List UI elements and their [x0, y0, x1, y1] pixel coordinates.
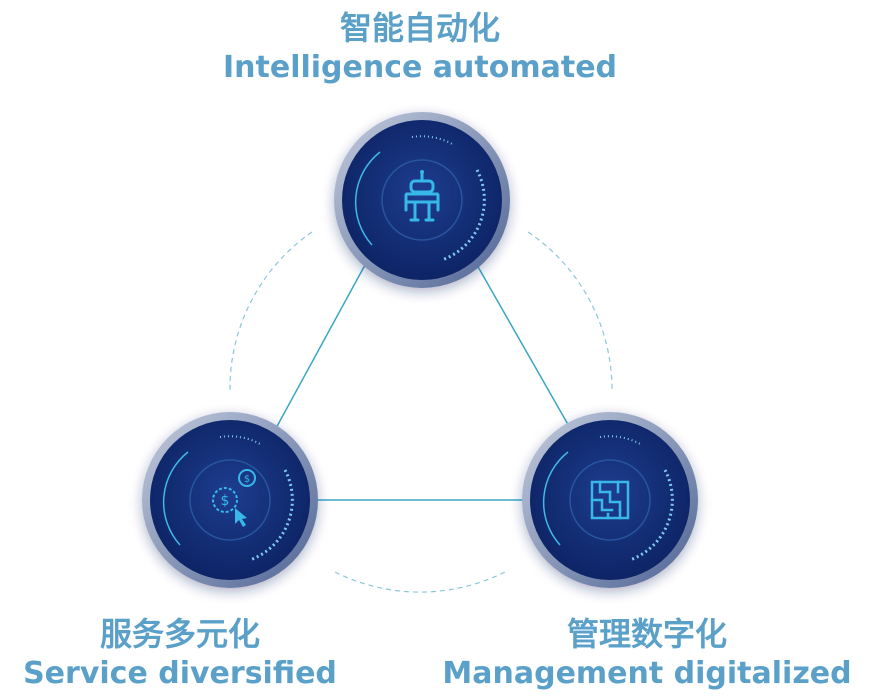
maze-icon: [590, 480, 630, 520]
node-left-title-zh: 服务多元化: [99, 615, 260, 653]
node-right-title-en: Management digitalized: [442, 656, 852, 691]
connector-top-left: [274, 264, 366, 431]
robot-icon: [404, 170, 440, 222]
svg-text:$: $: [244, 474, 250, 485]
node-top: [334, 112, 510, 288]
node-left: $ $: [142, 412, 318, 588]
dashed-orbit: [229, 231, 613, 593]
node-top-title-en: Intelligence automated: [222, 50, 618, 85]
node-right-title-zh: 管理数字化: [566, 615, 727, 653]
node-left-label: 服务多元化 Service diversified: [0, 618, 360, 689]
dollar-cursor-icon: $ $: [212, 469, 256, 527]
node-top-title-zh: 智能自动化: [339, 9, 500, 47]
node-left-title-en: Service diversified: [23, 656, 337, 691]
connector-top-right: [476, 264, 571, 429]
node-right-label: 管理数字化 Management digitalized: [420, 618, 874, 689]
node-top-label: 智能自动化 Intelligence automated: [110, 12, 730, 83]
connector-lines: [274, 264, 571, 501]
svg-text:$: $: [221, 493, 230, 509]
node-right: [522, 412, 698, 588]
